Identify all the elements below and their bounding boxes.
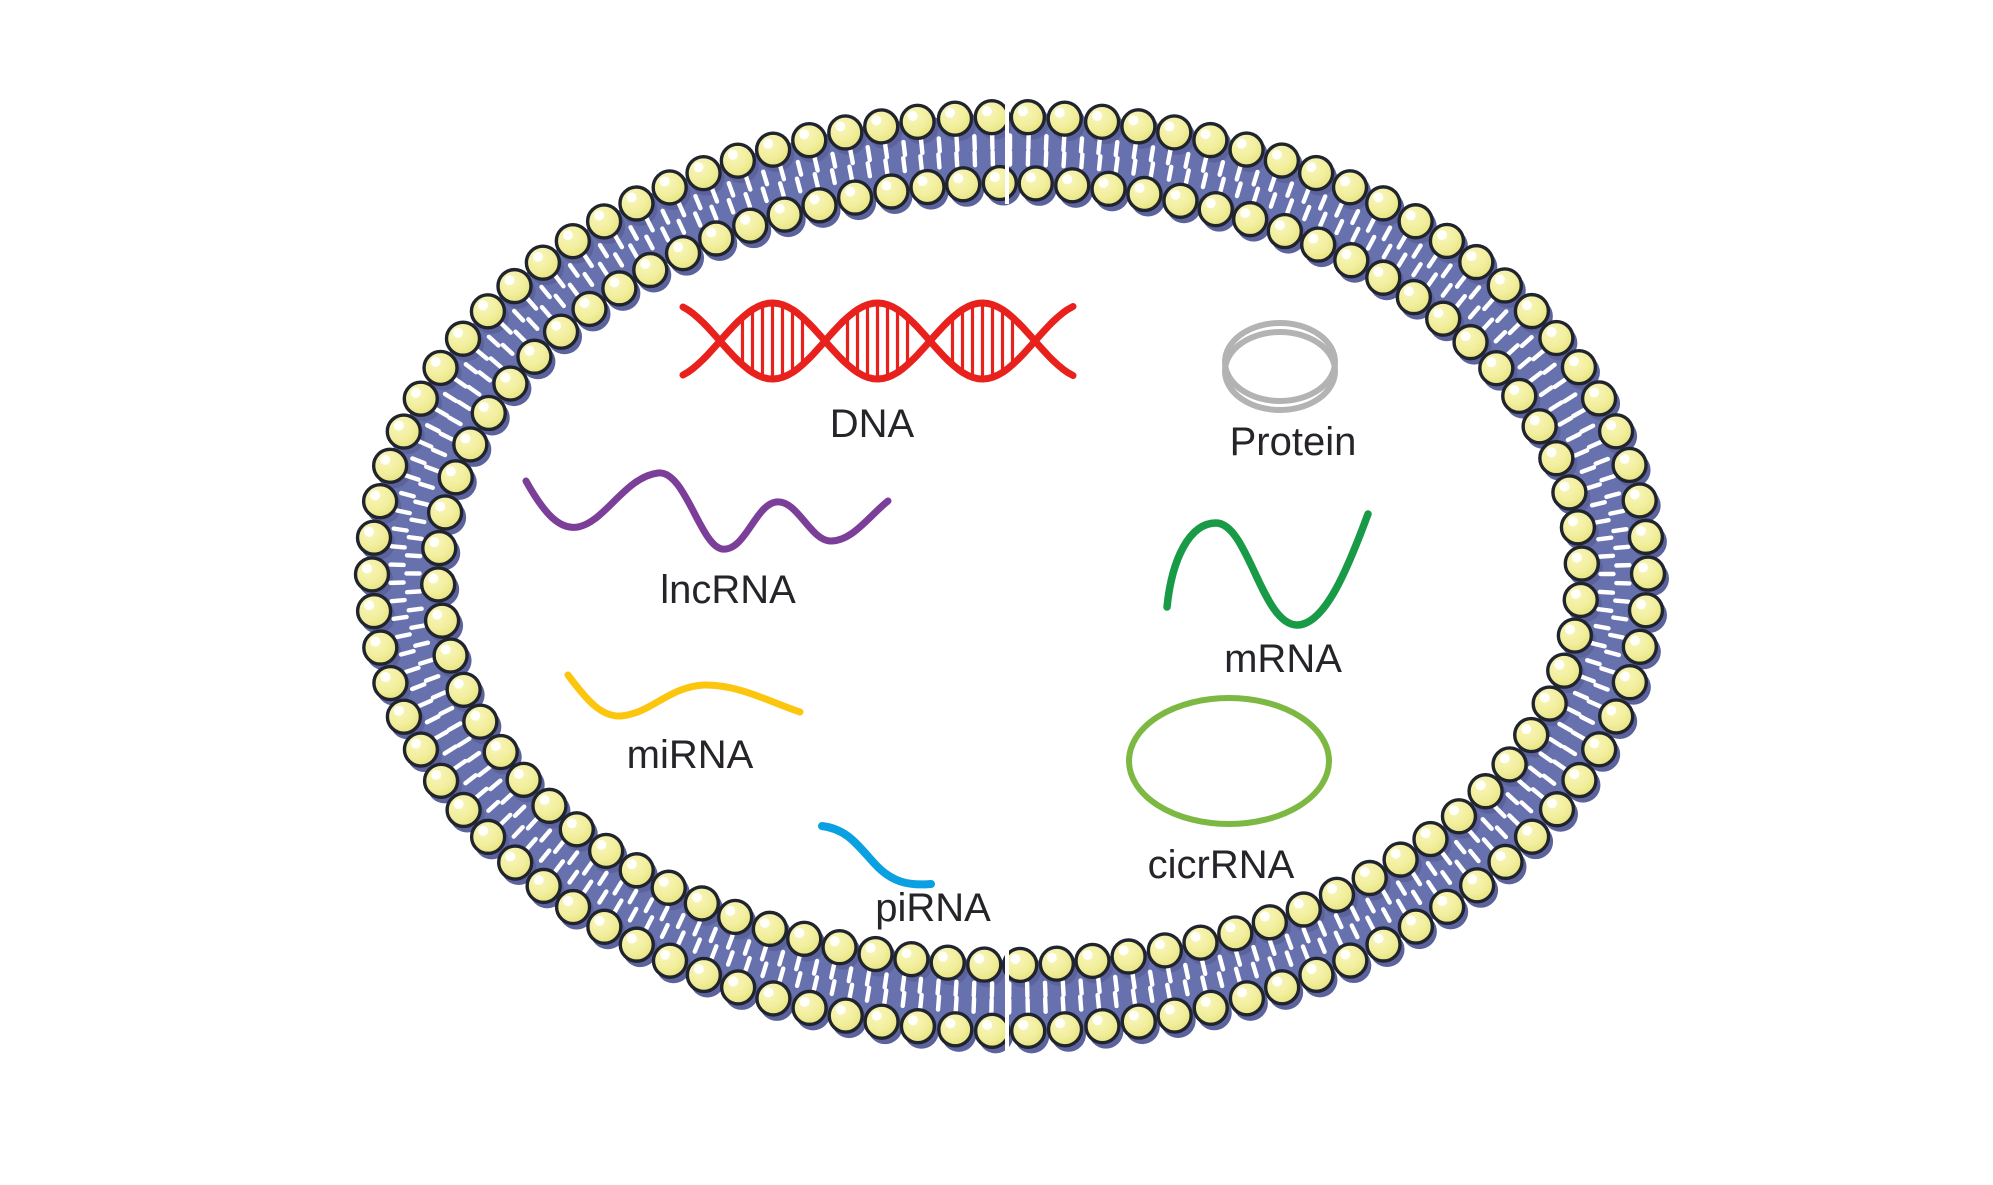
mirna-strand-icon: [564, 671, 804, 720]
protein-label: Protein: [1230, 420, 1357, 464]
lncrna-molecule: lncRNA: [522, 469, 892, 612]
lncrna-label: lncRNA: [660, 568, 796, 612]
mrna-strand-icon: [1163, 510, 1372, 629]
lipid-bilayer-membrane-icon: [353, 96, 1669, 1054]
mirna-molecule: miRNA: [564, 671, 804, 777]
circrna-molecule: cicrRNA: [1126, 695, 1332, 887]
protein-molecule: Protein: [1222, 320, 1357, 464]
pirna-label: piRNA: [875, 886, 991, 930]
pirna-molecule: piRNA: [818, 822, 991, 930]
dna-molecule: DNA: [679, 299, 1077, 446]
mrna-label: mRNA: [1224, 637, 1342, 681]
dna-helix-icon: [679, 299, 1077, 383]
pirna-strand-icon: [818, 822, 935, 889]
dna-label: DNA: [830, 402, 915, 446]
lncrna-strand-icon: [522, 469, 892, 553]
mrna-molecule: mRNA: [1163, 510, 1372, 681]
circrna-label: cicrRNA: [1148, 843, 1295, 887]
circrna-ring-icon: [1126, 695, 1332, 827]
mirna-label: miRNA: [627, 733, 754, 777]
protein-coil-icon: [1222, 329, 1338, 413]
